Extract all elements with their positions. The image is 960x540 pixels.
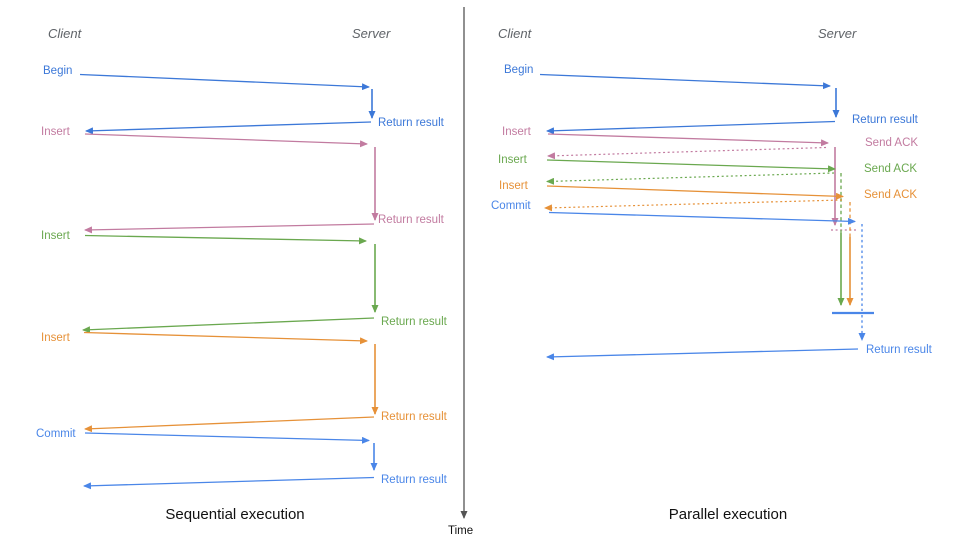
seq-commit-arrows [83, 432, 378, 490]
par-insert2-label: Insert [498, 154, 527, 166]
seq-insert2-arrows [82, 234, 379, 334]
seq-insert2-return-label: Return result [381, 316, 447, 328]
par-server-header: Server [818, 26, 857, 41]
par-insert3-ack-arrow [544, 199, 843, 212]
seq-server-header: Server [352, 26, 391, 41]
seq-insert3-return-label: Return result [381, 411, 447, 423]
seq-insert2-label: Insert [41, 230, 70, 242]
seq-insert1-request-arrow [84, 133, 368, 148]
seq-client-header: Client [48, 26, 82, 41]
seq-insert2-return-arrow [82, 317, 375, 334]
seq-insert3-arrows [83, 331, 379, 433]
seq-begin-return-label: Return result [378, 117, 444, 129]
seq-begin-arrows [79, 73, 376, 135]
seq-insert1-label: Insert [41, 126, 70, 138]
par-insert3-ack-label: Send ACK [864, 189, 918, 201]
par-insert1-ack-label: Send ACK [865, 137, 919, 149]
par-insert1-label: Insert [502, 126, 531, 138]
seq-insert3-label: Insert [41, 332, 70, 344]
par-commit-label: Commit [491, 200, 531, 212]
par-commit-arrows [546, 211, 874, 361]
par-insert1-ack-arrow [547, 146, 827, 160]
par-client-header: Client [498, 26, 532, 41]
par-begin-label: Begin [504, 64, 534, 76]
seq-commit-label: Commit [36, 428, 76, 440]
seq-insert1-return-arrow [84, 223, 375, 234]
par-commit-return-arrow [546, 348, 859, 361]
seq-begin-request-arrow [79, 73, 370, 91]
par-begin-request-arrow [539, 73, 831, 90]
par-insert2-request-arrow [546, 159, 836, 173]
seq-commit-request-arrow [84, 432, 370, 444]
par-insert3-arrows [544, 185, 854, 306]
par-title: Parallel execution [668, 506, 788, 523]
par-begin-arrows [539, 73, 840, 135]
seq-insert2-request-arrow [84, 234, 367, 245]
seq-begin-label: Begin [43, 65, 73, 77]
par-insert2-ack-arrow [546, 172, 835, 185]
seq-commit-return-arrow [83, 476, 375, 490]
seq-insert3-return-arrow [84, 416, 375, 433]
seq-insert3-request-arrow [83, 331, 368, 345]
par-insert3-label: Insert [499, 180, 528, 192]
seq-insert1-return-label: Return result [378, 214, 444, 226]
seq-insert1-arrows [84, 133, 379, 234]
par-begin-return-label: Return result [852, 114, 918, 126]
seq-commit-return-label: Return result [381, 474, 447, 486]
par-insert1-request-arrow [547, 133, 829, 147]
par-commit-return-label: Return result [866, 344, 932, 356]
par-insert3-request-arrow [546, 185, 844, 200]
seq-begin-return-arrow [85, 121, 372, 135]
par-insert2-ack-label: Send ACK [864, 163, 918, 175]
par-insert2-arrows [546, 159, 845, 306]
par-commit-request-arrow [548, 211, 856, 225]
par-begin-return-arrow [546, 120, 836, 135]
time-axis-label: Time [448, 525, 474, 537]
par-insert1-arrows [547, 133, 857, 231]
seq-title: Sequential execution [165, 506, 305, 523]
